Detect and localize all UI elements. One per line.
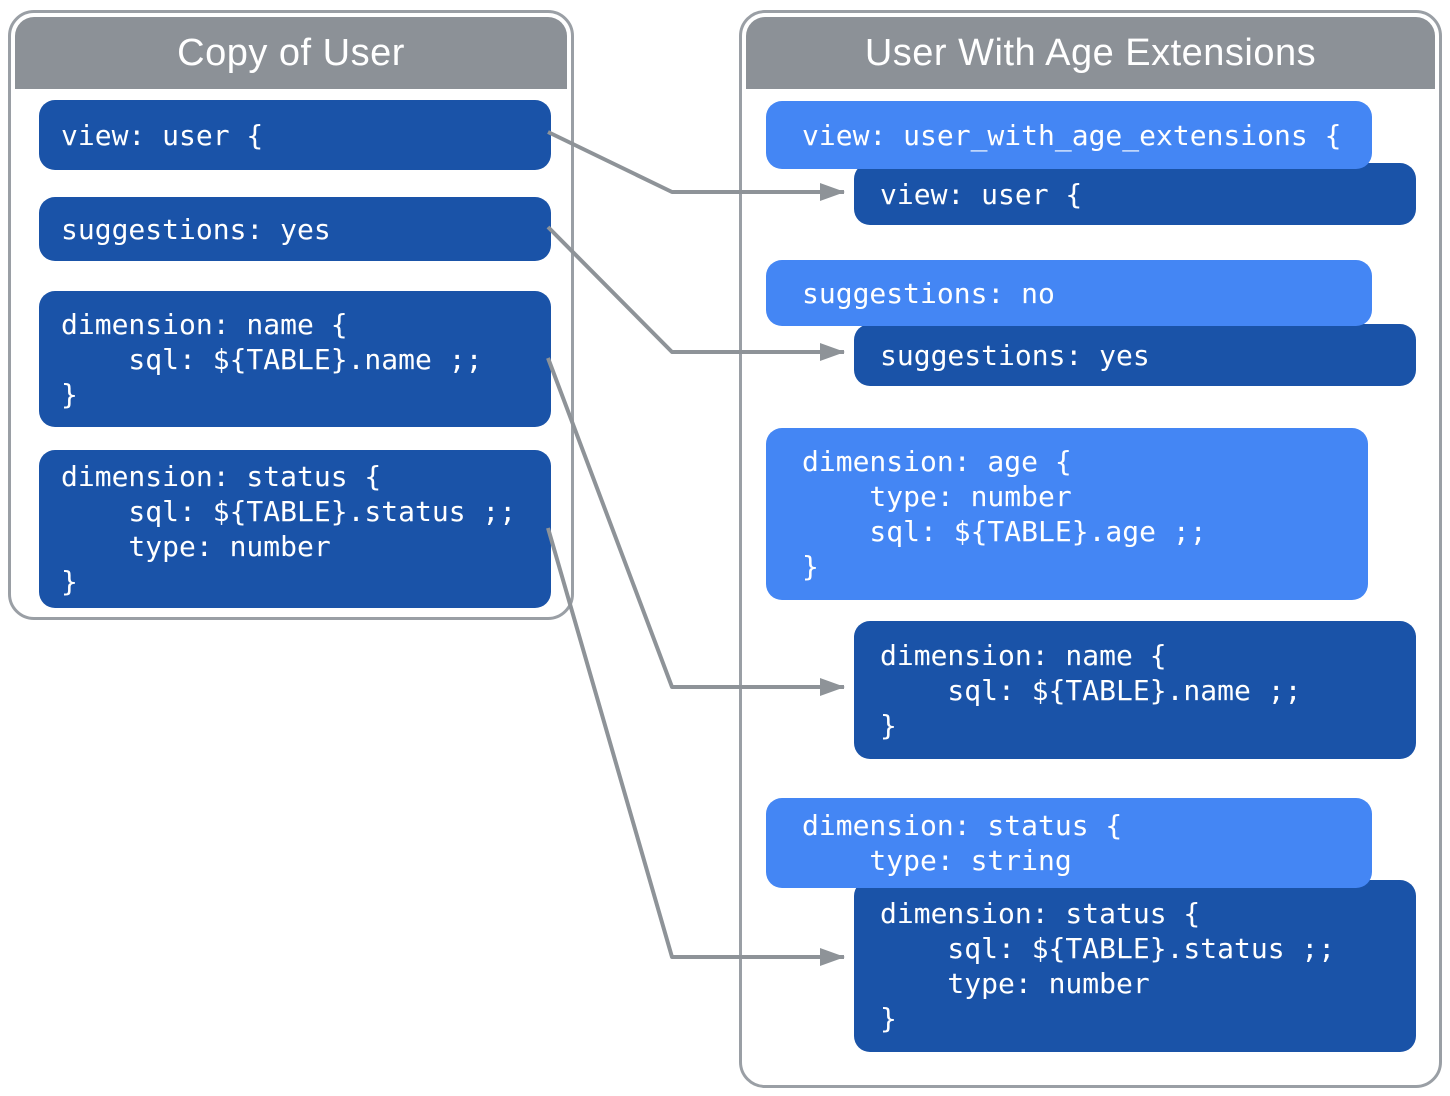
override-block-suggestions-no: suggestions: no bbox=[766, 260, 1372, 326]
code-block-dimension-name: dimension: name { sql: ${TABLE}.name ;; … bbox=[39, 291, 551, 427]
copy-of-user-header: Copy of User bbox=[15, 17, 567, 89]
code-block-suggestions-yes: suggestions: yes bbox=[39, 197, 551, 261]
code-block-view-user: view: user { bbox=[39, 100, 551, 170]
original-block-dimension-status: dimension: status { sql: ${TABLE}.status… bbox=[854, 880, 1416, 1052]
user-with-age-extensions-header: User With Age Extensions bbox=[746, 17, 1435, 89]
original-block-suggestions-yes: suggestions: yes bbox=[854, 324, 1416, 386]
code-block-dimension-status: dimension: status { sql: ${TABLE}.status… bbox=[39, 450, 551, 608]
copy-of-user-title: Copy of User bbox=[177, 31, 405, 74]
original-block-dimension-name: dimension: name { sql: ${TABLE}.name ;; … bbox=[854, 621, 1416, 759]
original-block-view-user: view: user { bbox=[854, 163, 1416, 225]
copy-of-user-panel: Copy of User view: user { suggestions: y… bbox=[8, 10, 574, 620]
override-block-dimension-status: dimension: status { type: string bbox=[766, 798, 1372, 888]
user-with-age-extensions-panel: User With Age Extensions view: user { vi… bbox=[739, 10, 1442, 1088]
override-block-view-extensions: view: user_with_age_extensions { bbox=[766, 101, 1372, 169]
user-with-age-extensions-title: User With Age Extensions bbox=[864, 31, 1317, 74]
override-block-dimension-age: dimension: age { type: number sql: ${TAB… bbox=[766, 428, 1368, 600]
